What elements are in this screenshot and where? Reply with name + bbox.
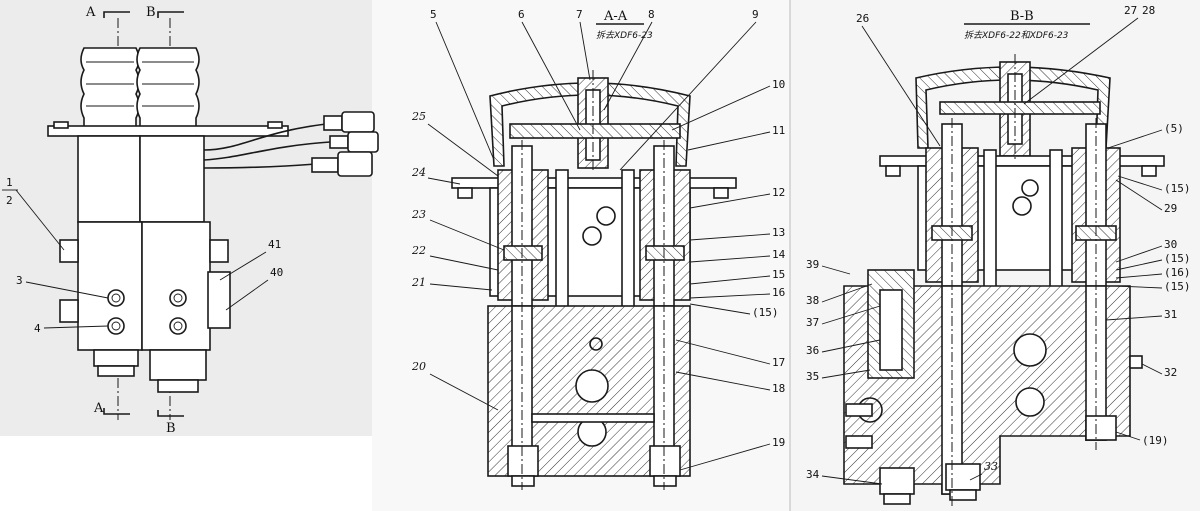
label-35: 35 — [806, 370, 819, 383]
external-view: A B A B 1 2 3 4 41 40 — [2, 5, 379, 436]
label-7: 7 — [576, 8, 583, 21]
label-20: 20 — [411, 360, 426, 373]
label-36: 36 — [806, 344, 819, 357]
section-aa-subtitle: 拆去XDF6-23 — [596, 30, 653, 41]
label-25: 25 — [411, 110, 426, 123]
label-8: 8 — [648, 8, 655, 21]
label-34: 34 — [806, 468, 820, 481]
label-1: 1 — [6, 176, 13, 189]
label-17: 17 — [772, 356, 785, 369]
label-37: 37 — [806, 316, 819, 329]
label-16: 16 — [772, 286, 785, 299]
label-2: 2 — [6, 194, 13, 207]
label-16-ref: (16) — [1164, 266, 1191, 279]
label-28: 28 — [1142, 4, 1155, 17]
label-32: 32 — [1164, 366, 1177, 379]
label-22: 22 — [411, 244, 426, 257]
label-40: 40 — [270, 266, 283, 279]
label-14: 14 — [772, 248, 786, 261]
section-mark-b-top: B — [146, 5, 156, 20]
label-3: 3 — [16, 274, 23, 287]
label-29: 29 — [1164, 202, 1177, 215]
label-11: 11 — [772, 124, 785, 137]
label-15: 15 — [772, 268, 785, 281]
section-mark-a-top: A — [85, 5, 96, 20]
label-15-ref-upper: (15) — [1164, 182, 1191, 195]
label-19: 19 — [772, 436, 785, 449]
label-21: 21 — [411, 276, 426, 289]
label-31: 31 — [1164, 308, 1177, 321]
label-4: 4 — [34, 322, 41, 335]
section-bb-subtitle: 拆去XDF6-22和XDF6-23 — [964, 30, 1069, 41]
label-19-ref: (19) — [1142, 434, 1169, 447]
label-39: 39 — [806, 258, 819, 271]
label-38: 38 — [806, 294, 819, 307]
label-30: 30 — [1164, 238, 1177, 251]
label-13: 13 — [772, 226, 785, 239]
label-5: 5 — [430, 8, 437, 21]
label-18: 18 — [772, 382, 785, 395]
label-10: 10 — [772, 78, 785, 91]
label-33: 33 — [984, 460, 998, 473]
label-15-ref-mid: (15) — [1164, 252, 1191, 265]
label-15-ref: (15) — [752, 306, 779, 319]
section-aa-title: A-A — [603, 9, 628, 24]
label-27: 27 — [1124, 4, 1137, 17]
label-24: 24 — [411, 166, 426, 179]
section-b-b: B-B 拆去XDF6-22和XDF6-23 26 27 28 (5) (15) … — [806, 4, 1191, 506]
label-12: 12 — [772, 186, 785, 199]
label-6: 6 — [518, 8, 525, 21]
section-bb-title: B-B — [1010, 9, 1034, 24]
label-15-ref-lower: (15) — [1164, 280, 1191, 293]
section-mark-a-bottom: A — [93, 401, 104, 416]
label-41: 41 — [268, 238, 281, 251]
label-23: 23 — [411, 208, 426, 221]
label-9: 9 — [752, 8, 759, 21]
label-5-ref: (5) — [1164, 122, 1184, 135]
label-26: 26 — [856, 12, 869, 25]
section-mark-b-bottom: B — [166, 421, 176, 436]
section-a-a: A-A 拆去XDF6-23 5 6 7 8 9 10 11 12 13 14 1… — [411, 8, 786, 490]
